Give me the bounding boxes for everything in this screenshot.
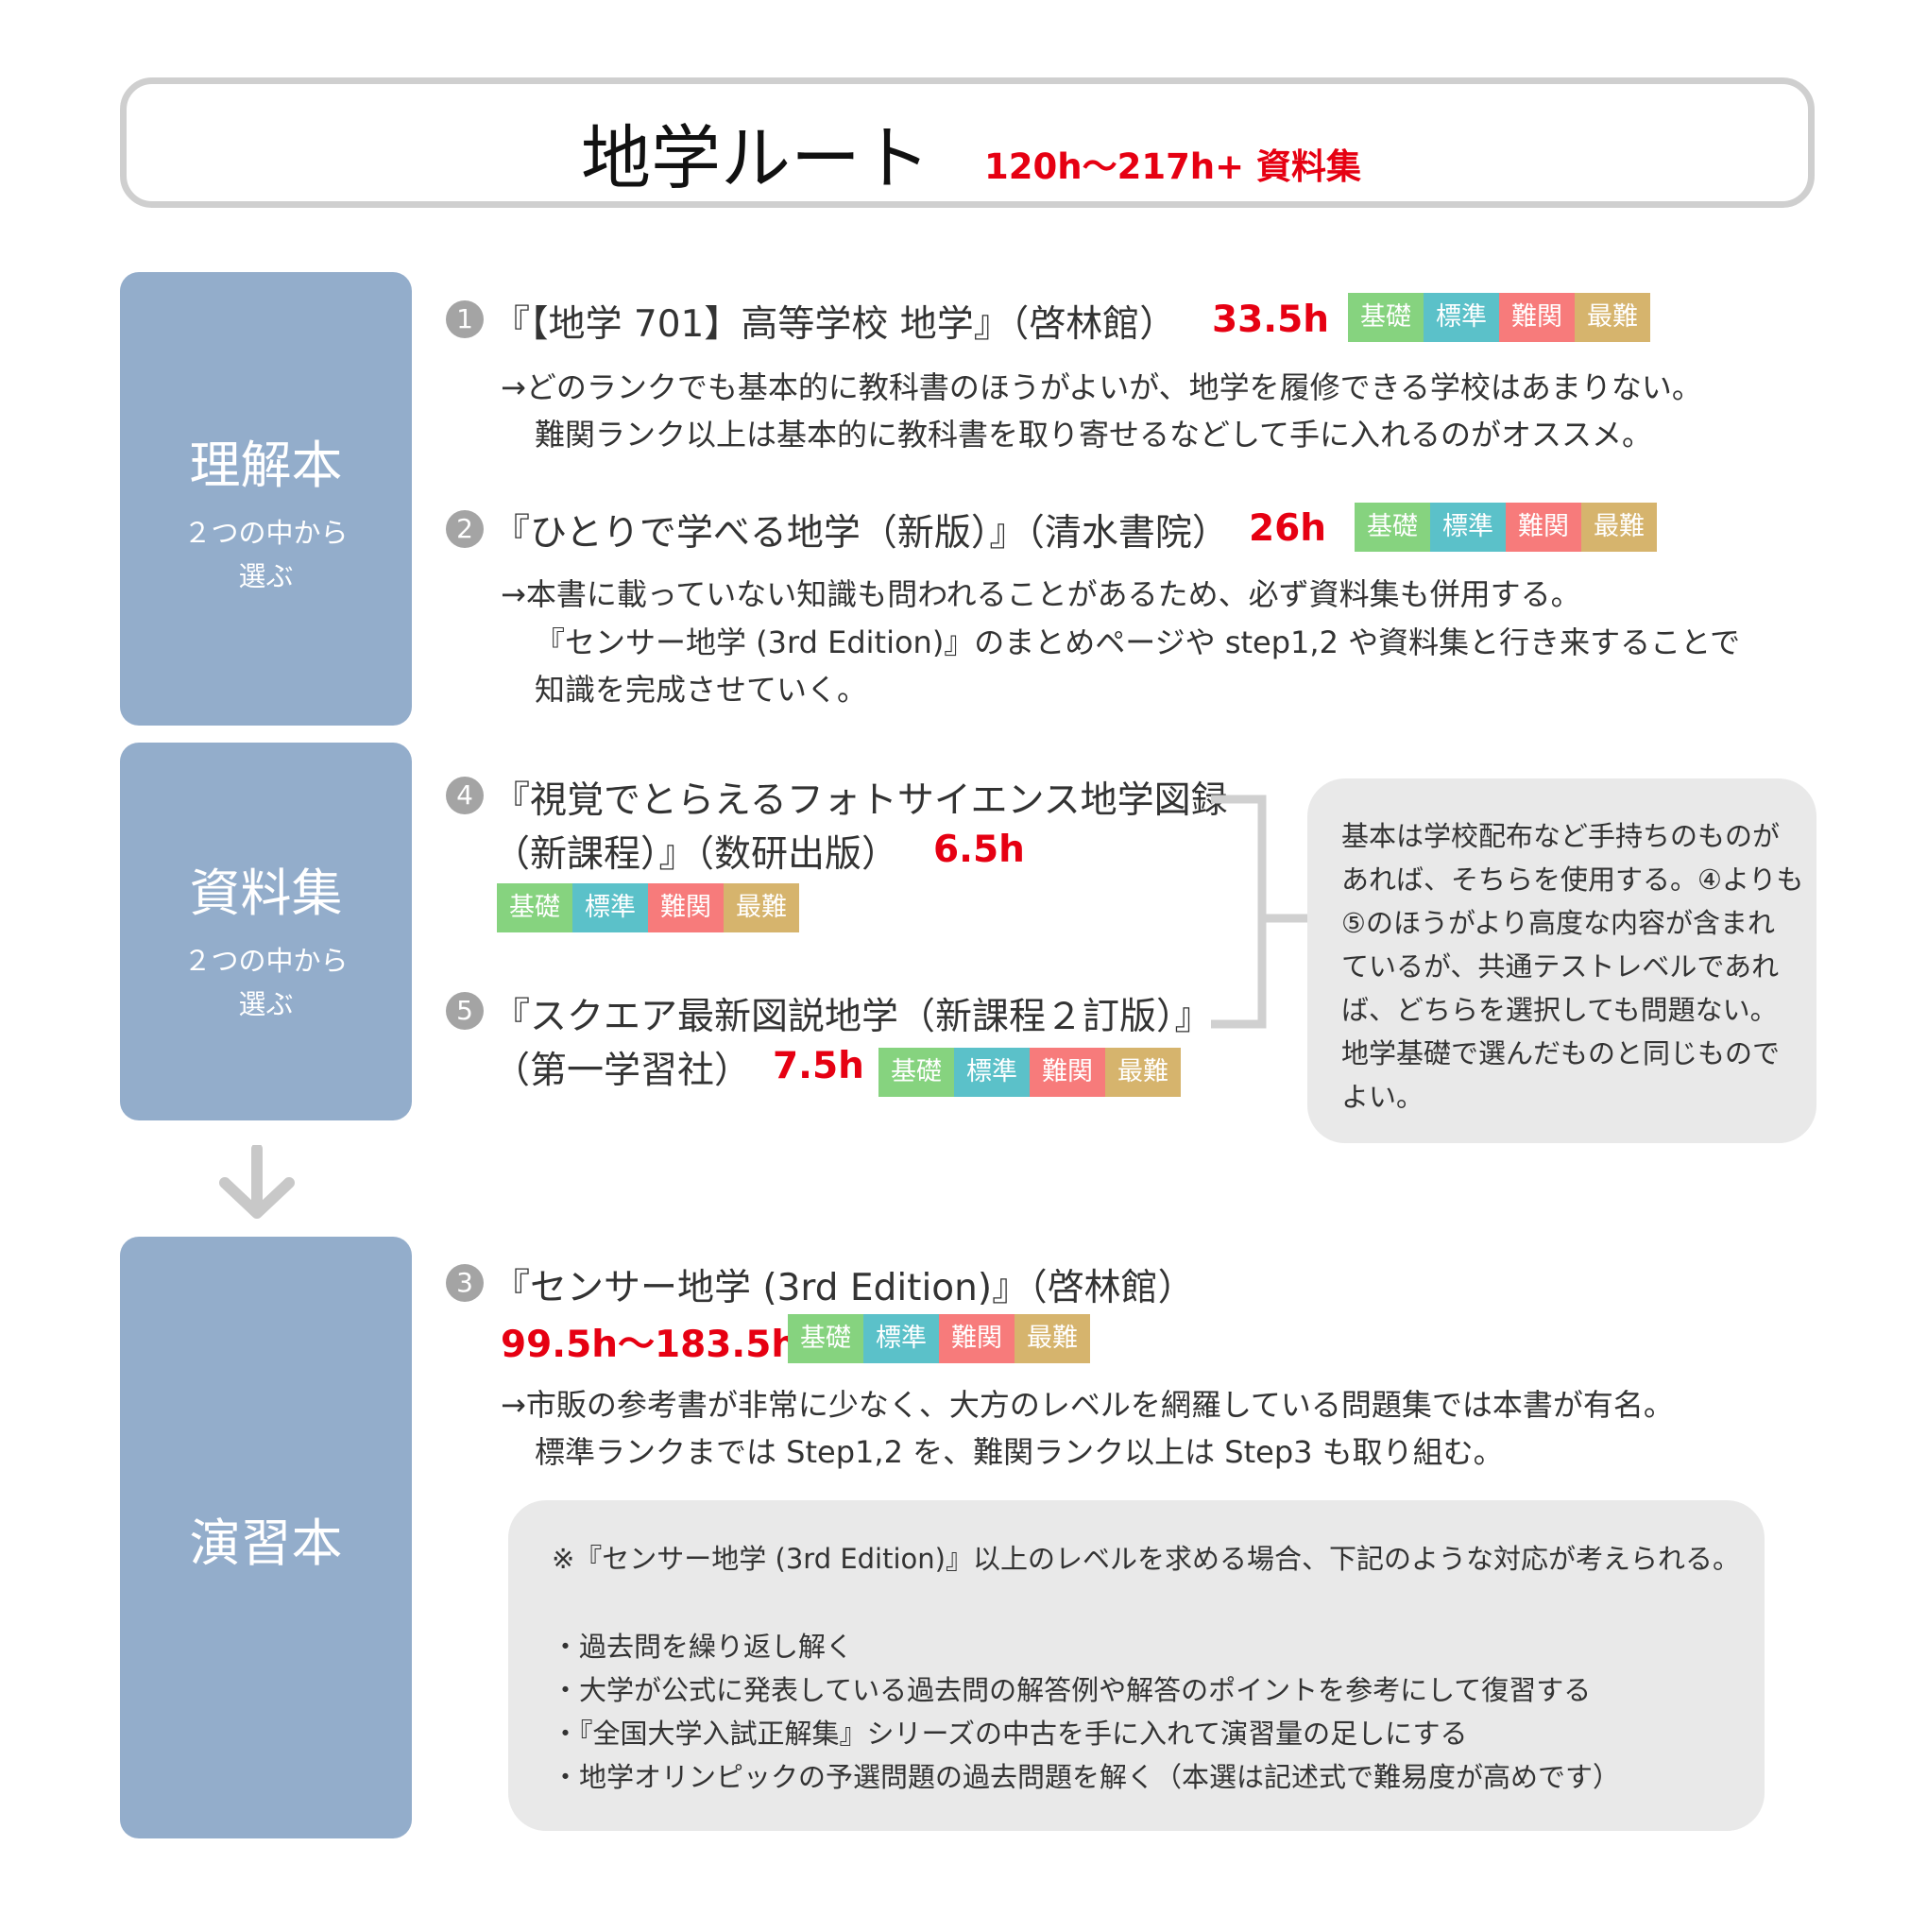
tag-standard: 標準 bbox=[1430, 503, 1506, 552]
bottom-note-bullet: ・過去問を繰り返し解く bbox=[552, 1631, 854, 1663]
block-heading: 資料集 bbox=[189, 863, 343, 923]
book-desc: →本書に載っていない知識も問われることがあるため、必ず資料集も併用する。 bbox=[501, 576, 1581, 612]
block-practice: 演習本 bbox=[120, 1237, 412, 1838]
block-sub: 選ぶ bbox=[238, 560, 294, 592]
tag-hard: 難関 bbox=[939, 1314, 1015, 1363]
book-desc: 『センサー地学 (3rd Edition)』のまとめページや step1,2 や… bbox=[535, 624, 1741, 660]
book-title: 『スクエア最新図説地学（新課程２訂版）』 bbox=[493, 996, 1212, 1038]
tag-hardest: 最難 bbox=[724, 883, 799, 932]
block-heading: 演習本 bbox=[189, 1513, 343, 1573]
total-hours: 120h〜217h+ 資料集 bbox=[984, 146, 1362, 187]
tag-hard: 難関 bbox=[648, 883, 724, 932]
level-tags: 基礎標準難関最難 bbox=[497, 883, 799, 932]
book-title: 『【地学 701】高等学校 地学』（啓林館） bbox=[493, 303, 1177, 346]
book-hours: 26h bbox=[1249, 507, 1327, 550]
book-title: 『センサー地学 (3rd Edition)』（啓林館） bbox=[493, 1267, 1195, 1309]
book-hours: 99.5h〜183.5h bbox=[501, 1324, 798, 1366]
book-desc: 難関ランク以上は基本的に教科書を取り寄せるなどして手に入れるのがオススメ。 bbox=[535, 417, 1653, 453]
block-sub: ２つの中から bbox=[183, 517, 349, 549]
book-desc: 知識を完成させていく。 bbox=[535, 672, 868, 708]
down-arrow-icon bbox=[219, 1145, 295, 1219]
tag-basic: 基礎 bbox=[1348, 293, 1424, 342]
bottom-note bbox=[508, 1500, 1765, 1831]
bottom-note-intro: ※『センサー地学 (3rd Edition)』以上のレベルを求める場合、下記のよ… bbox=[552, 1543, 1740, 1575]
book-desc: →どのランクでも基本的に教科書のほうがよいが、地学を履修できる学校はあまりない。 bbox=[501, 369, 1702, 405]
number-badge: 1 bbox=[446, 300, 484, 338]
side-note bbox=[1307, 778, 1816, 1143]
book-title: 『視覚でとらえるフォトサイエンス地学図録 bbox=[493, 779, 1228, 822]
note-line: あれば、そちらを使用する。④よりも bbox=[1341, 863, 1804, 896]
bracket-connector bbox=[1211, 795, 1307, 1029]
block-understanding: 理解本 ２つの中から 選ぶ bbox=[120, 272, 412, 726]
note-line: よい。 bbox=[1341, 1081, 1424, 1113]
tag-hardest: 最難 bbox=[1015, 1314, 1090, 1363]
book-hours: 7.5h bbox=[773, 1045, 864, 1087]
tag-hardest: 最難 bbox=[1581, 503, 1657, 552]
number-badge: 2 bbox=[446, 510, 484, 548]
tag-hard: 難関 bbox=[1506, 503, 1581, 552]
note-line: 基本は学校配布など手持ちのものが bbox=[1341, 820, 1781, 852]
tag-standard: 標準 bbox=[954, 1048, 1030, 1097]
book-desc: 標準ランクまでは Step1,2 を、難関ランク以上は Step3 も取り組む。 bbox=[535, 1434, 1504, 1470]
book-title: （新課程）』（数研出版） bbox=[493, 833, 899, 876]
note-line: ているが、共通テストレベルであれ bbox=[1341, 950, 1780, 983]
side-note-text: 基本は学校配布など手持ちのものが あれば、そちらを使用する。④よりも ⑤のほうが… bbox=[1341, 814, 1803, 1119]
bottom-note-bullet: ・地学オリンピックの予選問題の過去問題を解く（本選は記述式で難易度が高めです） bbox=[552, 1761, 1621, 1793]
tag-hardest: 最難 bbox=[1105, 1048, 1181, 1097]
level-tags: 基礎標準難関最難 bbox=[878, 1048, 1181, 1097]
block-reference: 資料集 ２つの中から 選ぶ bbox=[120, 743, 412, 1120]
book-title: 『ひとりで学べる地学（新版）』（清水書院） bbox=[493, 512, 1229, 555]
level-tags: 基礎標準難関最難 bbox=[1355, 503, 1657, 552]
tag-standard: 標準 bbox=[1424, 293, 1499, 342]
tag-basic: 基礎 bbox=[1355, 503, 1430, 552]
tag-hardest: 最難 bbox=[1575, 293, 1650, 342]
number-badge: 5 bbox=[446, 992, 484, 1030]
block-heading: 理解本 bbox=[189, 436, 343, 495]
tag-basic: 基礎 bbox=[878, 1048, 954, 1097]
tag-standard: 標準 bbox=[572, 883, 648, 932]
block-sub: ２つの中から bbox=[183, 945, 349, 977]
tag-standard: 標準 bbox=[863, 1314, 939, 1363]
number-badge: 3 bbox=[446, 1264, 484, 1302]
book-hours: 33.5h bbox=[1212, 299, 1329, 341]
tag-hard: 難関 bbox=[1030, 1048, 1105, 1097]
tag-hard: 難関 bbox=[1499, 293, 1575, 342]
tag-basic: 基礎 bbox=[497, 883, 572, 932]
bottom-note-bullet: ・大学が公式に発表している過去問の解答例や解答のポイントを参考にして復習する bbox=[552, 1674, 1592, 1706]
bottom-note-bullet: ・『全国大学入試正解集』シリーズの中古を手に入れて演習量の足しにする bbox=[552, 1718, 1468, 1750]
title-box bbox=[120, 77, 1815, 208]
level-tags: 基礎標準難関最難 bbox=[1348, 293, 1650, 342]
number-badge: 4 bbox=[446, 777, 484, 814]
note-line: ⑤のほうがより高度な内容が含まれ bbox=[1341, 907, 1775, 939]
book-hours: 6.5h bbox=[933, 829, 1025, 871]
tag-basic: 基礎 bbox=[788, 1314, 863, 1363]
note-line: 地学基礎で選んだものと同じもので bbox=[1341, 1037, 1781, 1069]
book-desc: →市販の参考書が非常に少なく、大方のレベルを網羅している問題集では本書が有名。 bbox=[501, 1387, 1674, 1423]
note-line: ば、どちらを選択しても問題ない。 bbox=[1341, 994, 1778, 1026]
book-title: （第一学習社） bbox=[493, 1050, 752, 1092]
page-title: 地学ルート bbox=[581, 118, 930, 199]
level-tags: 基礎標準難関最難 bbox=[788, 1314, 1090, 1363]
block-sub: 選ぶ bbox=[238, 988, 294, 1020]
